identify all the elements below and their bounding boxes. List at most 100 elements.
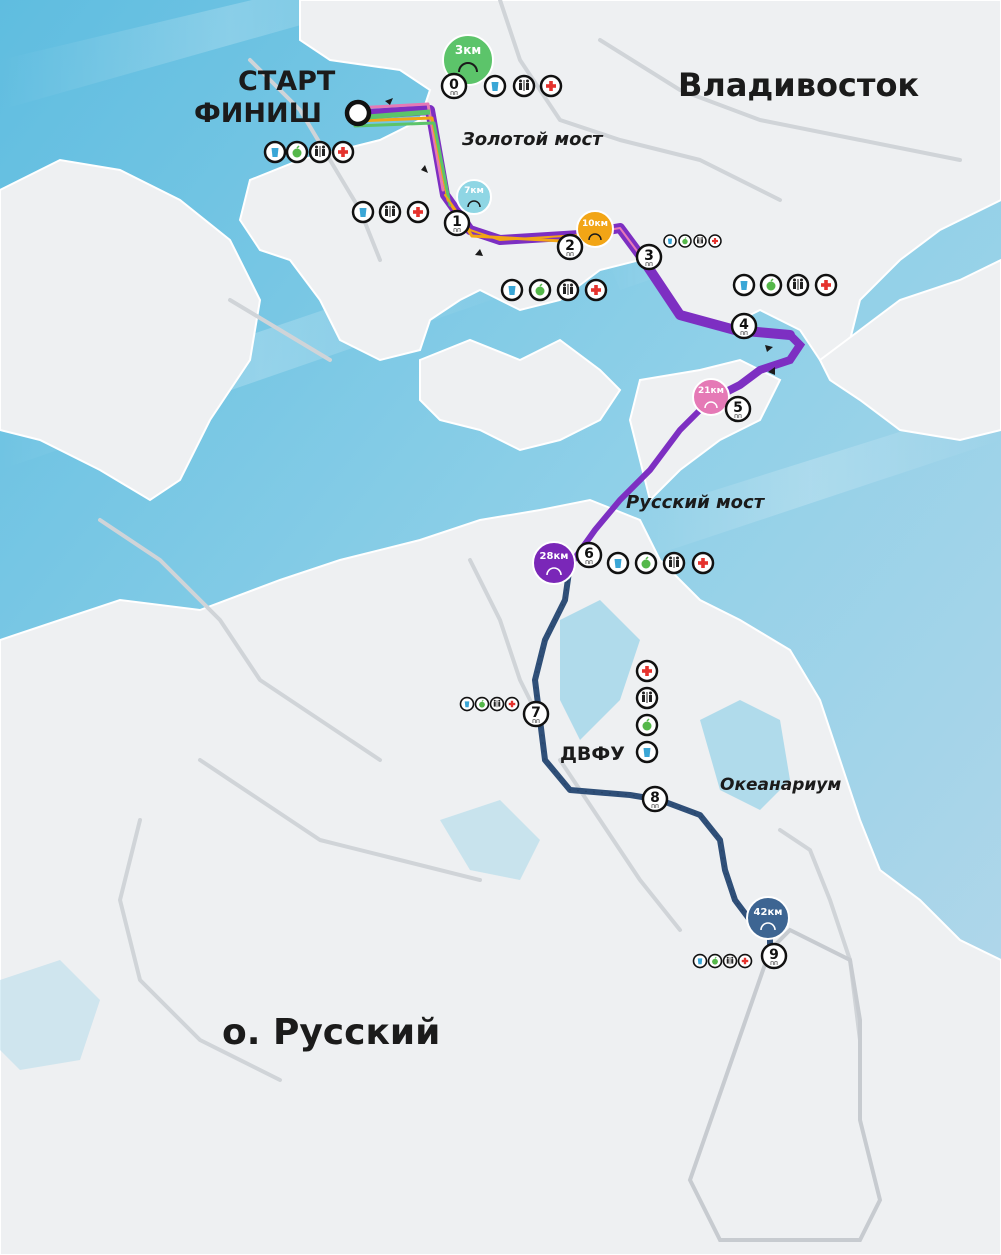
checkpoint-6: 6 пп xyxy=(575,541,603,569)
toilet-icon xyxy=(378,200,402,224)
toilet-icon xyxy=(662,551,686,575)
toilet-icon xyxy=(722,953,738,969)
place-label-russkiy-most: Русский мост xyxy=(626,492,766,513)
checkpoint-9: 9 пп xyxy=(760,942,788,970)
roads xyxy=(98,0,962,1082)
direction-arrows xyxy=(385,98,775,375)
medical-icon xyxy=(331,140,355,164)
medical-icon xyxy=(504,696,520,712)
svg-text:пп: пп xyxy=(585,559,593,566)
checkpoint-2: 2 пп xyxy=(556,233,584,261)
svg-text:пп: пп xyxy=(651,803,659,810)
food-icon xyxy=(528,278,552,302)
toilet-icon xyxy=(786,273,810,297)
medical-icon xyxy=(584,278,608,302)
svg-text:пп: пп xyxy=(770,960,778,967)
svg-text:пп: пп xyxy=(450,90,458,97)
toilet-icon xyxy=(512,74,536,98)
medical-icon xyxy=(737,953,753,969)
medical-icon xyxy=(539,74,563,98)
svg-text:7км: 7км xyxy=(464,186,484,196)
checkpoint-1: 1 пп xyxy=(443,209,471,237)
water-icon xyxy=(500,278,524,302)
services-cp1 xyxy=(351,200,430,224)
uturn-icon xyxy=(458,62,478,73)
city-label: Владивосток xyxy=(678,66,919,104)
svg-text:8: 8 xyxy=(650,790,660,806)
direction-arrow-icon xyxy=(765,345,773,352)
start-label: СТАРТ xyxy=(238,66,336,97)
uturn-icon xyxy=(588,233,602,241)
toilet-icon xyxy=(693,234,707,248)
uturn-icon xyxy=(467,200,481,208)
turnaround-10km: 10км xyxy=(576,210,614,248)
svg-text:42км: 42км xyxy=(754,907,783,918)
direction-arrow-icon xyxy=(421,165,428,173)
checkpoint-8: 8 пп xyxy=(641,785,669,813)
toilet-icon xyxy=(556,278,580,302)
airfield-outline xyxy=(687,927,883,1242)
svg-text:5: 5 xyxy=(733,400,743,416)
place-label-island: о. Русский xyxy=(222,1012,440,1053)
svg-text:2: 2 xyxy=(565,238,575,254)
services-cp0 xyxy=(483,74,563,98)
water-icon xyxy=(606,551,630,575)
svg-text:7: 7 xyxy=(531,705,541,721)
medical-icon xyxy=(691,551,715,575)
svg-text:пп: пп xyxy=(645,261,653,268)
medical-icon xyxy=(635,659,659,683)
svg-text:пп: пп xyxy=(453,227,461,234)
water-icon xyxy=(459,696,475,712)
food-icon xyxy=(678,234,692,248)
svg-text:0: 0 xyxy=(449,77,459,93)
food-icon xyxy=(285,140,309,164)
svg-text:пп: пп xyxy=(740,330,748,337)
route-marathon-outline xyxy=(534,564,771,955)
water-icon xyxy=(732,273,756,297)
place-label-dvfu: ДВФУ xyxy=(560,743,625,765)
turnaround-28km: 28км xyxy=(532,541,576,585)
food-icon xyxy=(707,953,723,969)
svg-text:10км: 10км xyxy=(582,219,608,229)
medical-icon xyxy=(708,234,722,248)
food-icon xyxy=(474,696,490,712)
food-icon xyxy=(635,713,659,737)
checkpoint-0: 0 пп xyxy=(440,72,468,100)
checkpoint-7: 7 пп xyxy=(522,700,550,728)
medical-icon xyxy=(814,273,838,297)
land-west xyxy=(0,158,262,502)
land-peninsula xyxy=(628,358,782,502)
land-center xyxy=(419,338,622,452)
svg-text:6: 6 xyxy=(584,546,594,562)
route-half-loop xyxy=(706,331,806,404)
turnaround-3km: 3км xyxy=(442,34,494,86)
start-finish-marker xyxy=(344,99,372,127)
svg-text:9: 9 xyxy=(769,947,779,963)
medical-icon xyxy=(406,200,430,224)
water-icon xyxy=(483,74,507,98)
checkpoint-3: 3 пп xyxy=(635,243,663,271)
svg-text:21км: 21км xyxy=(698,386,724,396)
water-icon xyxy=(635,740,659,764)
turnaround-21km: 21км xyxy=(692,378,730,416)
turnaround-7km: 7км xyxy=(456,179,492,215)
svg-text:пп: пп xyxy=(532,718,540,725)
toilet-icon xyxy=(489,696,505,712)
svg-text:пп: пп xyxy=(734,413,742,420)
land-east xyxy=(818,258,1001,442)
toilet-icon xyxy=(635,686,659,710)
finish-label: ФИНИШ xyxy=(194,98,322,129)
direction-arrow-icon xyxy=(768,367,775,375)
place-label-okeanarium: Океанариум xyxy=(720,775,841,795)
uturn-icon xyxy=(704,401,718,409)
svg-text:28км: 28км xyxy=(540,551,569,562)
svg-text:1: 1 xyxy=(452,214,462,230)
water-icon xyxy=(663,234,677,248)
svg-text:пп: пп xyxy=(566,251,574,258)
land-water-cutouts xyxy=(0,600,790,1070)
water-icon xyxy=(692,953,708,969)
water-icon xyxy=(263,140,287,164)
svg-text:4: 4 xyxy=(739,317,749,333)
svg-text:3км: 3км xyxy=(455,43,481,57)
